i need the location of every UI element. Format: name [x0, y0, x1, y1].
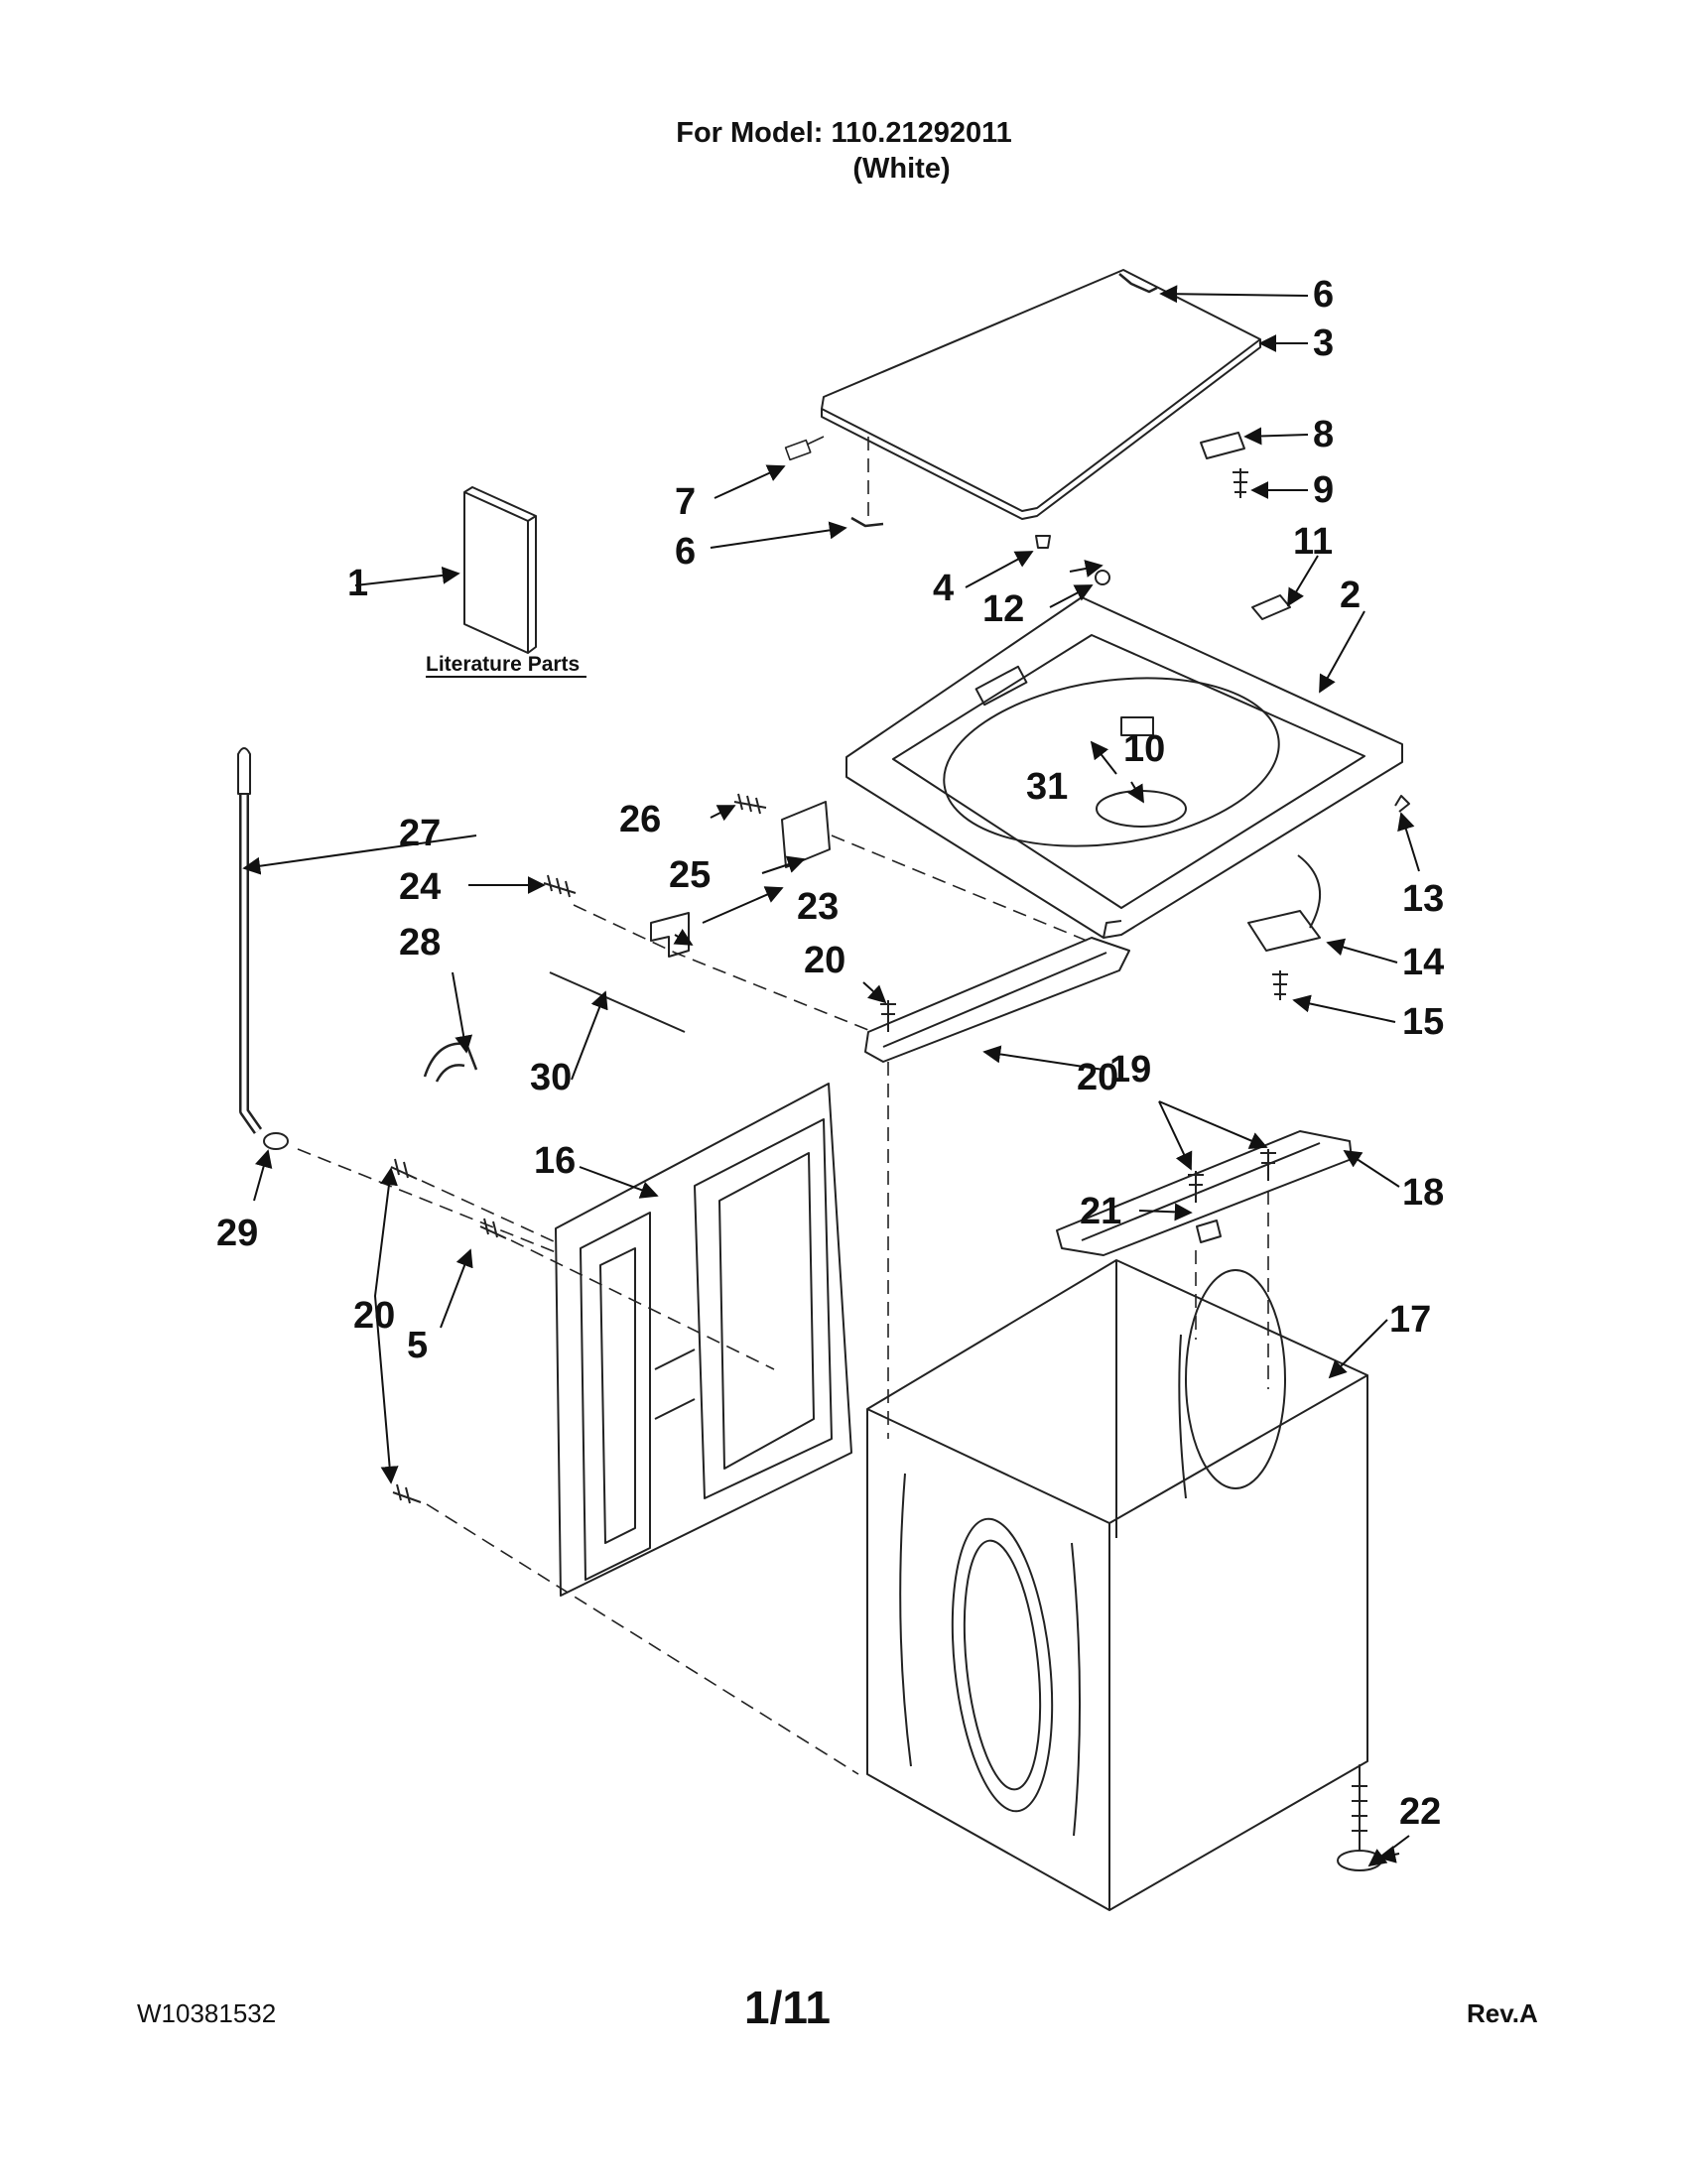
- callout-22: 22: [1399, 1791, 1441, 1833]
- callout-7: 7: [675, 481, 696, 523]
- rear-panel: [555, 1083, 852, 1597]
- callout-26: 26: [619, 799, 661, 840]
- page-number: 1/11: [744, 1982, 831, 2033]
- callout-17: 17: [1389, 1299, 1431, 1341]
- model-color: (White): [852, 153, 951, 185]
- literature-booklet: [463, 486, 537, 654]
- callout-9: 9: [1313, 469, 1334, 511]
- cabinet: [866, 1259, 1368, 1911]
- callout-11: 11: [1293, 521, 1333, 563]
- leveling-leg: [1337, 1766, 1382, 1871]
- callout-24: 24: [399, 866, 441, 908]
- callout-16: 16: [534, 1140, 576, 1182]
- callout-20-right: 20: [1077, 1057, 1118, 1098]
- cross-brace-left: [864, 937, 1130, 1063]
- model-title: For Model: 110.21292011: [676, 117, 1012, 149]
- callout-12: 12: [982, 588, 1024, 630]
- callout-1: 1: [347, 563, 368, 604]
- lid: [821, 269, 1261, 520]
- callout-15: 15: [1402, 1001, 1444, 1043]
- callout-25: 25: [669, 854, 711, 896]
- callout-20-top: 20: [804, 940, 845, 981]
- callout-27: 27: [399, 813, 441, 854]
- callout-30: 30: [530, 1057, 572, 1098]
- drain-hose: [237, 747, 263, 1134]
- callout-28: 28: [399, 922, 441, 964]
- callout-18: 18: [1402, 1172, 1444, 1214]
- callout-5: 5: [407, 1325, 428, 1366]
- callout-13: 13: [1402, 878, 1444, 920]
- callout-20-left: 20: [353, 1295, 395, 1337]
- callout-2: 2: [1340, 575, 1361, 616]
- callout-6-lower: 6: [675, 531, 696, 573]
- callout-10: 10: [1123, 728, 1165, 770]
- callout-31: 31: [1026, 766, 1068, 808]
- document-number: W10381532: [137, 1998, 277, 2028]
- callout-19: 19: [1109, 1049, 1151, 1091]
- hinge-pin: [784, 436, 825, 461]
- callout-14: 14: [1402, 942, 1444, 983]
- literature-parts-label: Literature Parts: [426, 653, 580, 676]
- revision-label: Rev.A: [1467, 1998, 1538, 2028]
- callout-8: 8: [1313, 414, 1334, 455]
- lid-switch: [1247, 854, 1322, 952]
- callout-3: 3: [1313, 322, 1334, 364]
- callout-29: 29: [216, 1213, 258, 1254]
- callout-6-upper: 6: [1313, 274, 1334, 316]
- callout-23: 23: [797, 886, 839, 928]
- callout-4: 4: [933, 568, 954, 609]
- callout-21: 21: [1080, 1191, 1121, 1232]
